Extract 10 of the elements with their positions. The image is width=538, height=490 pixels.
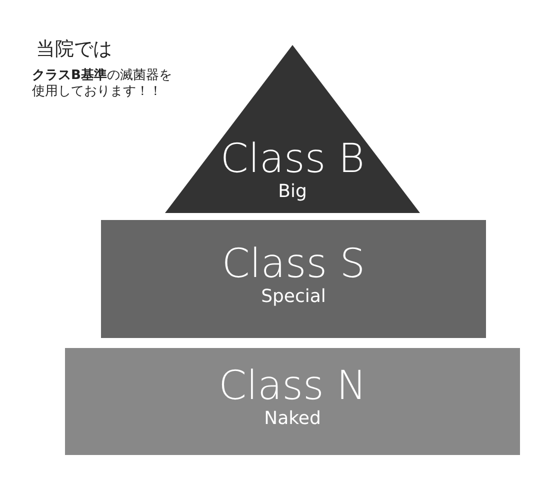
note-text: クラスB基準の滅菌器を使用しております！！ — [32, 68, 173, 100]
class-title: Class N — [218, 364, 366, 408]
class-title: Class S — [222, 242, 366, 286]
class-subtitle: Big — [278, 181, 307, 203]
class-subtitle: Naked — [264, 408, 321, 430]
class-title: Class B — [220, 137, 365, 181]
class-subtitle: Special — [261, 286, 326, 308]
heading-note: 当院では — [36, 38, 112, 61]
pyramid-tier-band — [101, 220, 486, 338]
pyramid-tier-band — [65, 348, 520, 455]
